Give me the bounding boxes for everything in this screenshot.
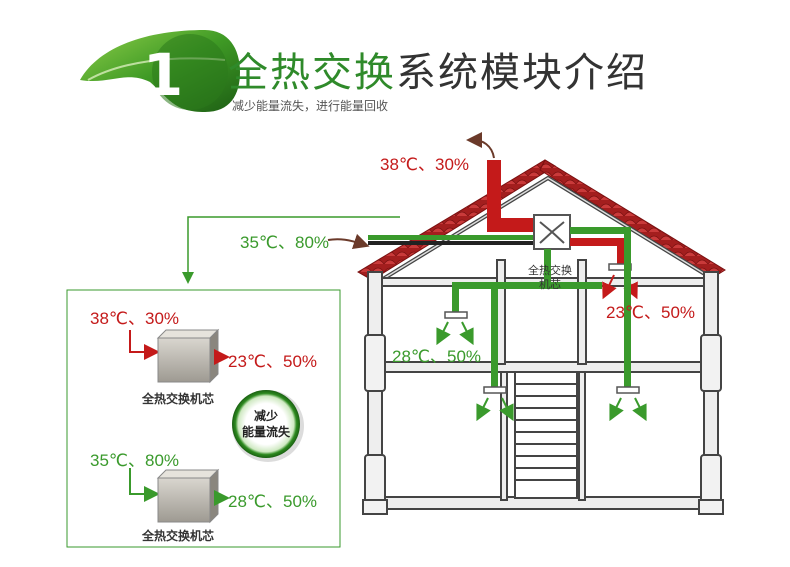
callout-connector	[182, 216, 400, 284]
heat-exchange-unit	[533, 214, 571, 250]
unit-label-line2: 机芯	[539, 278, 561, 291]
supply-right-label: 23℃、50%	[606, 303, 696, 322]
badge-line2: 能量流失	[241, 425, 290, 439]
supply-left-label: 28℃、50%	[392, 347, 482, 366]
badge-line1: 减少	[253, 409, 278, 423]
panel-bottom-in-label: 35℃、80%	[90, 451, 180, 470]
panel-bottom-core-caption: 全热交换机芯	[142, 529, 215, 543]
stairs	[514, 371, 578, 499]
section-number: 1	[142, 41, 184, 109]
top-in-arrow	[129, 330, 160, 360]
fresh-air-duct	[368, 235, 536, 245]
panel-top-in-label: 38℃、30%	[90, 309, 180, 328]
fresh-air-arrow	[327, 233, 370, 250]
panel-top-out-label: 23℃、50%	[228, 352, 318, 371]
exhaust-label: 38℃、30%	[380, 155, 470, 174]
title-rest: 系统模块介绍	[396, 50, 648, 96]
page-title: 全热交换系统模块介绍	[228, 40, 648, 98]
energy-badge	[232, 390, 304, 462]
exhaust-duct	[466, 132, 537, 232]
unit-label-line1: 全热交换	[528, 264, 572, 277]
page-subtitle: 减少能量流失，进行能量回收	[232, 99, 389, 113]
fresh-air-label: 35℃、80%	[240, 233, 330, 252]
house	[357, 159, 726, 515]
supply-duct-green	[436, 227, 647, 422]
panel-bottom-out-label: 28℃、50%	[228, 492, 318, 511]
top-core	[156, 328, 220, 384]
title-highlight: 全热交换	[228, 50, 396, 96]
bottom-core	[156, 468, 220, 524]
leaf-logo	[80, 30, 240, 112]
panel-top-core-caption: 全热交换机芯	[142, 392, 215, 406]
bottom-in-arrow	[129, 468, 160, 502]
